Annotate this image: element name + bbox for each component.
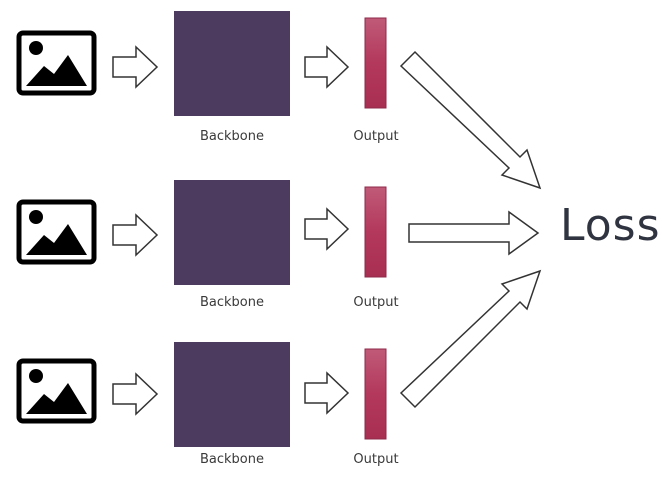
row-2 (16, 180, 540, 285)
output-label: Output (353, 452, 399, 467)
arrow-right-icon (408, 210, 540, 256)
backbone-block (174, 180, 290, 285)
output-block (364, 17, 387, 109)
arrow-right-icon (304, 207, 350, 251)
arrow-down-right-icon (399, 50, 542, 190)
backbone-label: Backbone (199, 295, 264, 310)
arrow-right-icon (112, 213, 159, 257)
loss-label: Loss (560, 200, 661, 251)
backbone-label: Backbone (199, 129, 264, 144)
row-1 (16, 11, 542, 190)
arrow-right-icon (112, 372, 159, 416)
output-label: Output (353, 295, 399, 310)
backbone-block (174, 342, 290, 447)
arrow-up-right-icon (399, 269, 542, 409)
arrow-right-icon (304, 45, 350, 89)
image-icon (16, 199, 97, 265)
row-3 (16, 269, 542, 447)
arrow-right-icon (304, 371, 350, 415)
backbone-block (174, 11, 290, 116)
backbone-label: Backbone (199, 452, 264, 467)
image-icon (16, 30, 97, 96)
image-icon (16, 358, 97, 424)
output-block (364, 348, 387, 440)
arrow-right-icon (112, 45, 159, 89)
output-label: Output (353, 129, 399, 144)
output-block (364, 186, 387, 278)
